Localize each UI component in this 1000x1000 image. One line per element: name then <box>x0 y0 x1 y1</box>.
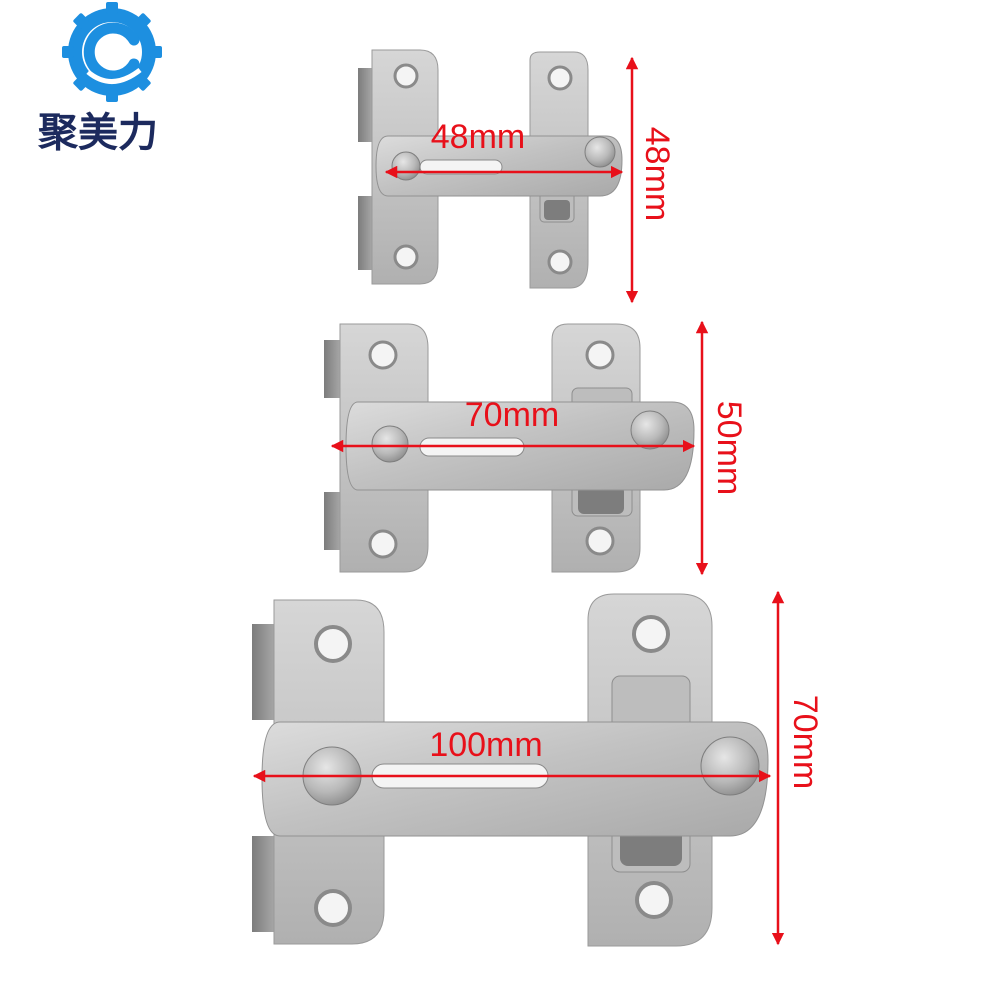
screw-hole <box>547 65 573 91</box>
screw-hole <box>314 625 352 663</box>
pin <box>700 736 760 796</box>
dimension-lines <box>252 590 785 946</box>
gear-c-logo-icon <box>62 2 162 102</box>
dimension-lines <box>330 320 709 576</box>
height-label: 50mm <box>710 401 748 495</box>
width-label: 48mm <box>431 118 525 156</box>
pin <box>391 151 421 181</box>
pin <box>630 410 670 450</box>
brand-logo: 聚美力 <box>37 2 162 156</box>
latch-small: 48mm 48mm <box>358 49 676 304</box>
dimension-lines <box>384 56 639 304</box>
screw-hole <box>368 340 398 370</box>
screw-hole <box>547 249 573 275</box>
screw-hole <box>393 63 419 89</box>
screw-hole <box>393 244 419 270</box>
pin <box>584 136 616 168</box>
screw-hole <box>314 889 352 927</box>
latch-medium: 70mm 50mm <box>324 320 748 576</box>
screw-hole <box>635 881 673 919</box>
brand-name: 聚美力 <box>37 110 158 156</box>
screw-hole <box>632 615 670 653</box>
screw-hole <box>585 340 615 370</box>
latch-large: 100mm 70mm <box>252 590 824 947</box>
width-label: 100mm <box>429 726 542 764</box>
screw-hole <box>585 526 615 556</box>
screw-hole <box>368 529 398 559</box>
height-label: 48mm <box>638 127 676 221</box>
pin <box>371 425 409 463</box>
height-label: 70mm <box>786 695 824 789</box>
width-label: 70mm <box>465 396 559 434</box>
